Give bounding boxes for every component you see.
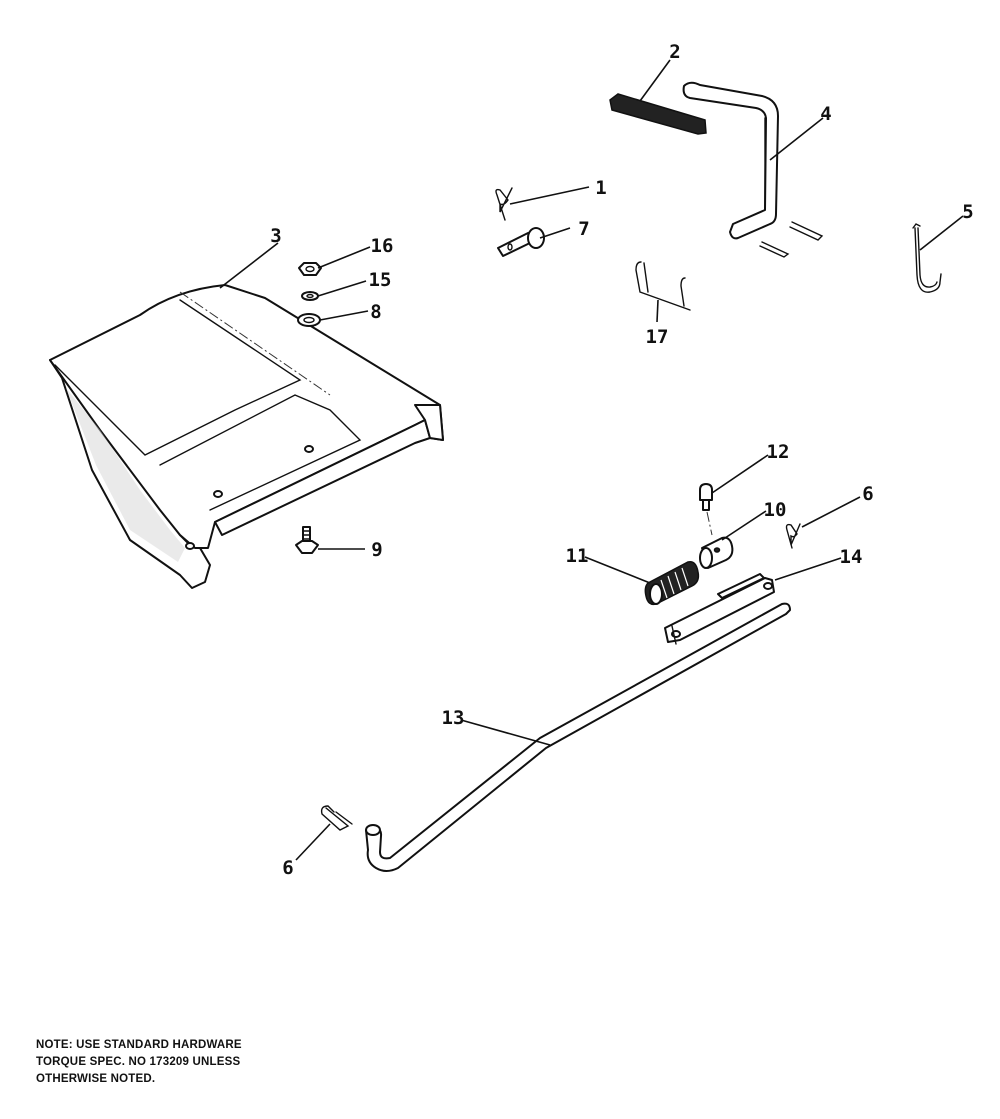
leader-lines (219, 59, 964, 861)
j-hook-5 (912, 223, 942, 293)
spring-11 (644, 560, 700, 606)
callout-labels: 1 2 3 4 5 6 6 7 8 9 10 11 12 13 14 15 16… (270, 41, 973, 879)
clevis-pin-7 (497, 227, 545, 257)
cover-shield (49, 284, 444, 589)
callout-13: 13 (442, 707, 465, 729)
callout-1: 1 (595, 177, 606, 199)
callout-16: 16 (371, 235, 394, 257)
note-line-1: NOTE: USE STANDARD HARDWARE (36, 1039, 242, 1051)
callout-15: 15 (369, 269, 392, 291)
callout-11: 11 (566, 545, 589, 567)
grip-2 (609, 93, 707, 135)
set-screw-12 (699, 483, 713, 536)
cotter-pins (759, 221, 824, 258)
callout-5: 5 (962, 201, 973, 223)
spring-clip-17 (635, 261, 691, 311)
hair-pin-clip-1 (495, 187, 513, 221)
lock-washer-15 (301, 291, 319, 301)
collar-10 (699, 536, 734, 569)
callout-12: 12 (767, 441, 790, 463)
callout-6-upper: 6 (862, 483, 873, 505)
note-line-3: OTHERWISE NOTED. (36, 1073, 156, 1085)
nut-16 (298, 262, 322, 276)
callout-17: 17 (646, 326, 669, 348)
callout-8: 8 (370, 301, 381, 323)
hair-pin-clip-6-upper (785, 523, 801, 549)
washer-8 (297, 313, 321, 327)
bolt-9 (295, 526, 319, 554)
callout-6-lower: 6 (282, 857, 293, 879)
callout-3: 3 (270, 225, 281, 247)
callout-9: 9 (371, 539, 382, 561)
bracket-14 (664, 573, 775, 645)
rod-13 (365, 602, 791, 872)
callout-14: 14 (840, 546, 863, 568)
callout-2: 2 (669, 41, 680, 63)
hair-pin-clip-6-lower (320, 805, 353, 831)
hardware-note: NOTE: USE STANDARD HARDWARE TORQUE SPEC.… (36, 1037, 242, 1088)
note-line-2: TORQUE SPEC. NO 173209 UNLESS (36, 1056, 241, 1068)
callout-7: 7 (578, 218, 589, 240)
callout-4: 4 (820, 103, 831, 125)
callout-10: 10 (764, 499, 787, 521)
lever-handle-4 (682, 81, 779, 240)
